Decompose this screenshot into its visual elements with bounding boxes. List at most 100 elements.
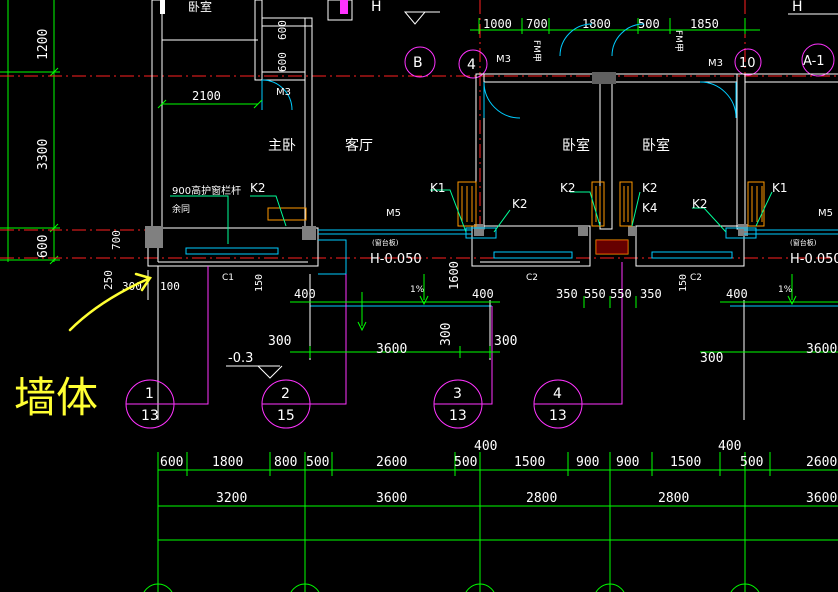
dim-100: 100 bbox=[160, 280, 180, 293]
top-dim-chain bbox=[470, 18, 760, 34]
axis-bubble-10: 10 bbox=[739, 56, 756, 71]
dim-row1-500a: 500 bbox=[306, 455, 329, 470]
tag-m5a: M5 bbox=[386, 208, 401, 219]
wall-column-mid bbox=[302, 226, 316, 240]
dim-700: 700 bbox=[110, 230, 123, 250]
dim-150-b: 150 bbox=[678, 274, 689, 292]
elevation-c: -0.3 bbox=[228, 351, 253, 366]
dim-row1-2600b: 2600 bbox=[806, 455, 837, 470]
axis-bubble-4: 4 bbox=[467, 57, 476, 73]
tag-k2b: K2 bbox=[512, 197, 528, 211]
dim-150: 150 bbox=[254, 274, 265, 292]
dim-300-c: 300 bbox=[494, 334, 517, 349]
dim-row2-3200: 3200 bbox=[216, 491, 247, 506]
tag-k2c: K2 bbox=[560, 181, 576, 195]
door-swings-bedrooms bbox=[483, 23, 737, 119]
lower-dim-lines bbox=[290, 296, 838, 358]
h-label-top-left: H bbox=[371, 0, 382, 15]
axis-bubbles bbox=[404, 43, 835, 79]
leader-lines bbox=[170, 189, 773, 244]
detail-leaders bbox=[172, 262, 623, 405]
bottom-dim-chains bbox=[157, 452, 838, 592]
dim-row2-2800b: 2800 bbox=[658, 491, 689, 506]
wall-column-left bbox=[145, 226, 163, 248]
top-dim-500: 500 bbox=[638, 17, 660, 31]
bottom-axis-bubbles bbox=[143, 583, 760, 592]
bay-dim-550-b: 550 bbox=[610, 287, 632, 301]
vent-block bbox=[596, 240, 628, 254]
top-dim-1850: 1850 bbox=[690, 17, 719, 31]
tag-k1a: K1 bbox=[430, 181, 446, 195]
room-bedroom-b: 卧室 bbox=[642, 137, 670, 154]
top-left-wall-fill bbox=[160, 0, 165, 14]
window-tag-c1: C1 bbox=[222, 273, 234, 283]
balcony-walls bbox=[147, 225, 745, 300]
dim-row1-above-400b: 400 bbox=[718, 439, 741, 454]
top-dim-700: 700 bbox=[526, 17, 548, 31]
wall-column-d bbox=[628, 226, 636, 236]
dim-row1-2600a: 2600 bbox=[376, 455, 407, 470]
detail-ref-1-bottom: 13 bbox=[141, 408, 159, 424]
dim-row1-500b: 500 bbox=[454, 455, 477, 470]
window-tag-c2a: C2 bbox=[526, 273, 538, 283]
left-dimension-chain bbox=[0, 0, 60, 265]
tag-k2e: K2 bbox=[692, 197, 708, 211]
tag-k1b: K1 bbox=[772, 181, 788, 195]
level-marker-top bbox=[403, 11, 427, 25]
column-top-mid bbox=[592, 72, 616, 84]
annotation-arrow bbox=[68, 272, 152, 332]
top-dim-1000: 1000 bbox=[483, 17, 512, 31]
dim-row1-800: 800 bbox=[274, 455, 297, 470]
tag-k2d: K2 bbox=[642, 181, 658, 195]
bay-dim-350-a: 350 bbox=[556, 287, 578, 301]
room-master-bedroom: 主卧 bbox=[268, 138, 296, 154]
dim-3600-a: 3600 bbox=[376, 342, 407, 357]
railing-note-2: 余同 bbox=[172, 203, 190, 215]
ac-grilles bbox=[267, 181, 765, 255]
wall-column-b bbox=[474, 224, 484, 236]
slope-b: 1% bbox=[778, 285, 793, 295]
dim-row1-600: 600 bbox=[160, 455, 183, 470]
ac-grille-hatch bbox=[461, 186, 763, 222]
dim-400-a: 400 bbox=[294, 287, 316, 301]
dim-2100: 2100 bbox=[192, 89, 221, 103]
left-dim-3300: 3300 bbox=[36, 139, 51, 170]
slope-arrows bbox=[357, 274, 797, 332]
dim-row1-1500b: 1500 bbox=[670, 455, 701, 470]
dim-250: 250 bbox=[102, 270, 115, 290]
dim-400-c: 400 bbox=[726, 287, 748, 301]
elevation-c-marker bbox=[257, 365, 283, 379]
dim-3600-b: 3600 bbox=[806, 342, 837, 357]
elevation-b: H-0.050 bbox=[790, 252, 838, 267]
window-sill-b: (窗台板) bbox=[790, 238, 817, 247]
wall-column-e bbox=[578, 226, 588, 236]
door-tag-m3-left: M3 bbox=[276, 87, 291, 98]
tag-k2a: K2 bbox=[250, 181, 266, 195]
dim-row2-2800a: 2800 bbox=[526, 491, 557, 506]
dim-row2-3600a: 3600 bbox=[376, 491, 407, 506]
top-dim-1800: 1800 bbox=[582, 17, 611, 31]
left-dim-1200: 1200 bbox=[36, 29, 51, 60]
window-tag-c2b: C2 bbox=[690, 273, 702, 283]
door-tag-m3-mid: M3 bbox=[496, 54, 511, 65]
dim-row1-above-400a: 400 bbox=[474, 439, 497, 454]
bay-dim-550-a: 550 bbox=[584, 287, 606, 301]
detail-ref-3-top: 3 bbox=[453, 386, 462, 402]
wall-column-c bbox=[738, 224, 748, 236]
door-swings-left bbox=[261, 79, 293, 111]
h-label-top-right: H bbox=[792, 0, 803, 15]
dim-row1-900b: 900 bbox=[616, 455, 639, 470]
door-tag-m3-right: M3 bbox=[708, 58, 723, 69]
dim-600-b: 600 bbox=[276, 20, 289, 40]
slope-a: 1% bbox=[410, 285, 425, 295]
detail-ref-2-top: 2 bbox=[281, 386, 290, 402]
dim-row1-1500a: 1500 bbox=[514, 455, 545, 470]
window-sill-a: (窗台板) bbox=[372, 238, 399, 247]
detail-ref-2-bottom: 15 bbox=[277, 408, 295, 424]
door-tag-fm-a: FM甲 bbox=[531, 40, 542, 62]
top-cabinet-mark bbox=[340, 0, 348, 14]
room-living: 客厅 bbox=[345, 137, 373, 154]
detail-ref-1-top: 1 bbox=[145, 386, 154, 402]
door-tag-fm-b: FM甲 bbox=[673, 30, 684, 52]
tag-m5b: M5 bbox=[818, 208, 833, 219]
